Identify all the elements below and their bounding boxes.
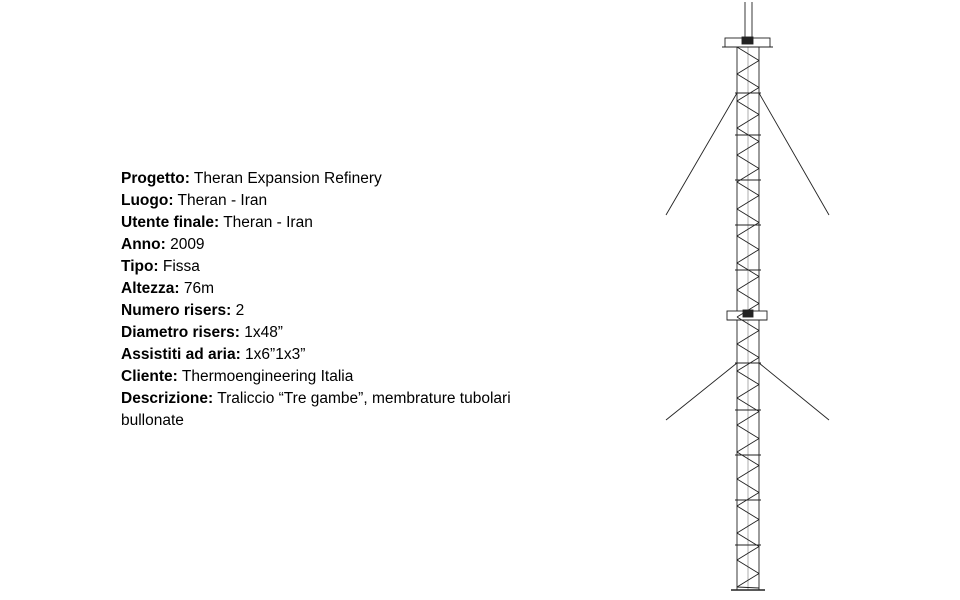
lattice-brace [736,451,760,466]
lattice-brace [736,559,760,574]
lattice-brace [736,397,760,412]
lattice-brace [736,424,760,439]
guy-wire [758,362,830,421]
spec-row-altezza: Altezza: 76m [121,278,561,300]
lattice-brace [736,492,760,507]
lattice-brace [736,208,760,223]
spec-value: Fissa [158,258,200,275]
lattice-brace [736,195,760,210]
lattice-brace [736,438,760,453]
spec-value: 1x48” [239,324,283,341]
spec-label: Utente finale: [121,214,220,231]
guy-wire [665,92,738,216]
spec-row-numero-risers: Numero risers: 2 [121,300,561,322]
lattice-brace [736,235,760,250]
spec-value: 1x6”1x3” [240,346,306,363]
spec-value: Thermoengineering Italia [177,368,354,385]
lattice-brace [736,357,760,372]
spec-label: Tipo: [121,258,159,275]
lattice-brace [736,465,760,480]
lattice-brace [736,519,760,534]
spec-label: Altezza: [121,280,180,297]
lattice-brace [736,478,760,493]
flare-tower-drawing [665,2,830,591]
spec-label: Assistiti ad aria: [121,346,241,363]
spec-value: Theran - Iran [173,192,268,209]
lattice-brace [736,546,760,561]
spec-value: 2009 [165,236,205,253]
spec-label: Numero risers: [121,302,232,319]
spec-row-progetto: Progetto: Theran Expansion Refinery [121,168,561,190]
lattice-brace [736,276,760,291]
lattice-brace [736,100,760,115]
lattice-brace [736,114,760,129]
lattice-brace [736,46,760,61]
spec-row-luogo: Luogo: Theran - Iran [121,190,561,212]
top-platform-block [741,36,754,45]
spec-label: Diametro risers: [121,324,240,341]
spec-value: 2 [231,302,245,319]
spec-label: Anno: [121,236,166,253]
spec-row-descrizione: Descrizione: Traliccio “Tre gambe”, memb… [121,388,561,432]
lattice-brace [736,411,760,426]
lattice-brace [736,370,760,385]
spec-row-utente-finale: Utente finale: Theran - Iran [121,212,561,234]
lattice-brace [736,73,760,88]
lattice-brace [736,154,760,169]
guy-wire [665,362,738,421]
lattice-brace [736,330,760,345]
project-specs: Progetto: Theran Expansion Refinery Luog… [121,168,561,432]
spec-row-assistiti-ad-aria: Assistiti ad aria: 1x6”1x3” [121,344,561,366]
spec-value: Theran Expansion Refinery [189,170,382,187]
spec-value: Traliccio “Tre gambe”, membrature tubola… [121,390,511,429]
lattice-brace [736,289,760,304]
guy-wire [758,92,830,216]
lattice-brace [736,249,760,264]
spec-row-tipo: Tipo: Fissa [121,256,561,278]
lattice-brace [736,141,760,156]
lattice-brace [736,316,760,331]
spec-label: Luogo: [121,192,174,209]
spec-row-anno: Anno: 2009 [121,234,561,256]
spec-row-cliente: Cliente: Thermoengineering Italia [121,366,561,388]
lattice-brace [736,87,760,102]
middle-platform-block [742,309,754,318]
lattice-brace [736,586,760,589]
lattice-brace [736,60,760,75]
spec-label: Cliente: [121,368,178,385]
spec-label: Progetto: [121,170,190,187]
lattice-brace [736,181,760,196]
lattice-brace [736,573,760,588]
spec-value: Theran - Iran [219,214,313,231]
spec-value: 76m [179,280,215,297]
lattice-brace [736,384,760,399]
spec-label: Descrizione: [121,390,214,407]
lattice-brace [736,532,760,547]
lattice-brace [736,343,760,358]
lattice-brace [736,303,760,318]
spec-row-diametro-risers: Diametro risers: 1x48” [121,322,561,344]
lattice-brace [736,505,760,520]
